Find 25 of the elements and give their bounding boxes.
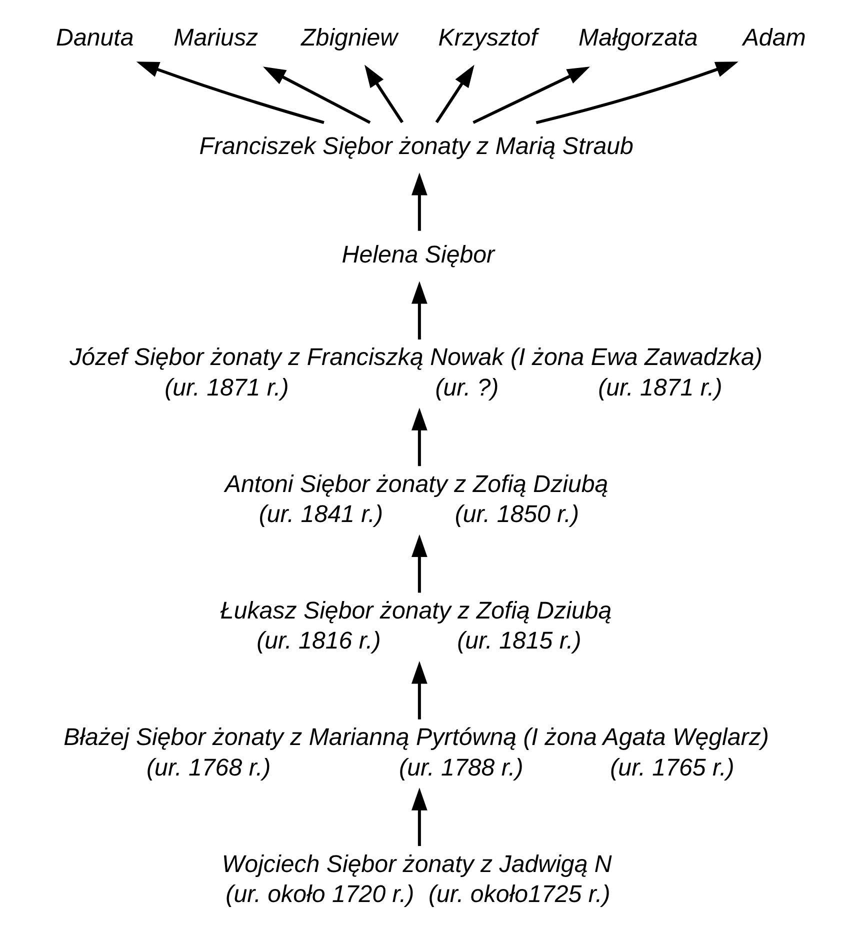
node-text: Błażej Siębor żonaty z Marianną Pyrtówną (I żona Agata Węglarz) (ur. 1768 r.) (ur. 1788 r.) (ur. 1765 r.) [64, 724, 769, 782]
arrow [412, 281, 428, 340]
arrow [412, 408, 428, 466]
arrow [412, 172, 428, 231]
arrow [136, 62, 324, 124]
node-text: Zbigniew [301, 24, 398, 52]
node-text: Danuta [56, 24, 134, 52]
arrow [435, 64, 474, 124]
arrow [262, 66, 371, 124]
node-text: Helena Siębor [342, 242, 495, 269]
node-text: Wojciech Siębor żonaty z Jadwigą N (ur. około 1720 r.) (ur. około1725 r.) [222, 850, 612, 908]
arrow [412, 534, 428, 593]
node-text: Antoni Siębor żonaty z Zofią Dziubą (ur. 1841 r.) (ur. 1850 r.) [224, 470, 608, 528]
node-text: Adam [742, 24, 806, 52]
node-text: Łukasz Siębor żonaty z Zofią Dziubą (ur. 1816 r.) (ur. 1815 r.) [220, 597, 612, 655]
node-text: Małgorzata [578, 24, 698, 52]
node-text: Mariusz [174, 24, 258, 52]
node-text: Krzysztof [438, 24, 538, 52]
arrow [412, 661, 428, 720]
arrow [536, 62, 738, 124]
arrow [472, 66, 590, 124]
arrow [364, 64, 404, 124]
arrow [412, 788, 428, 846]
node-text: Józef Siębor żonaty z Franciszką Nowak (I żona Ewa Zawadzka) (ur. 1871 r.) (ur. ?) (ur. 1871 r.) [70, 344, 762, 402]
node-text: Franciszek Siębor żonaty z Marią Straub [199, 133, 634, 160]
